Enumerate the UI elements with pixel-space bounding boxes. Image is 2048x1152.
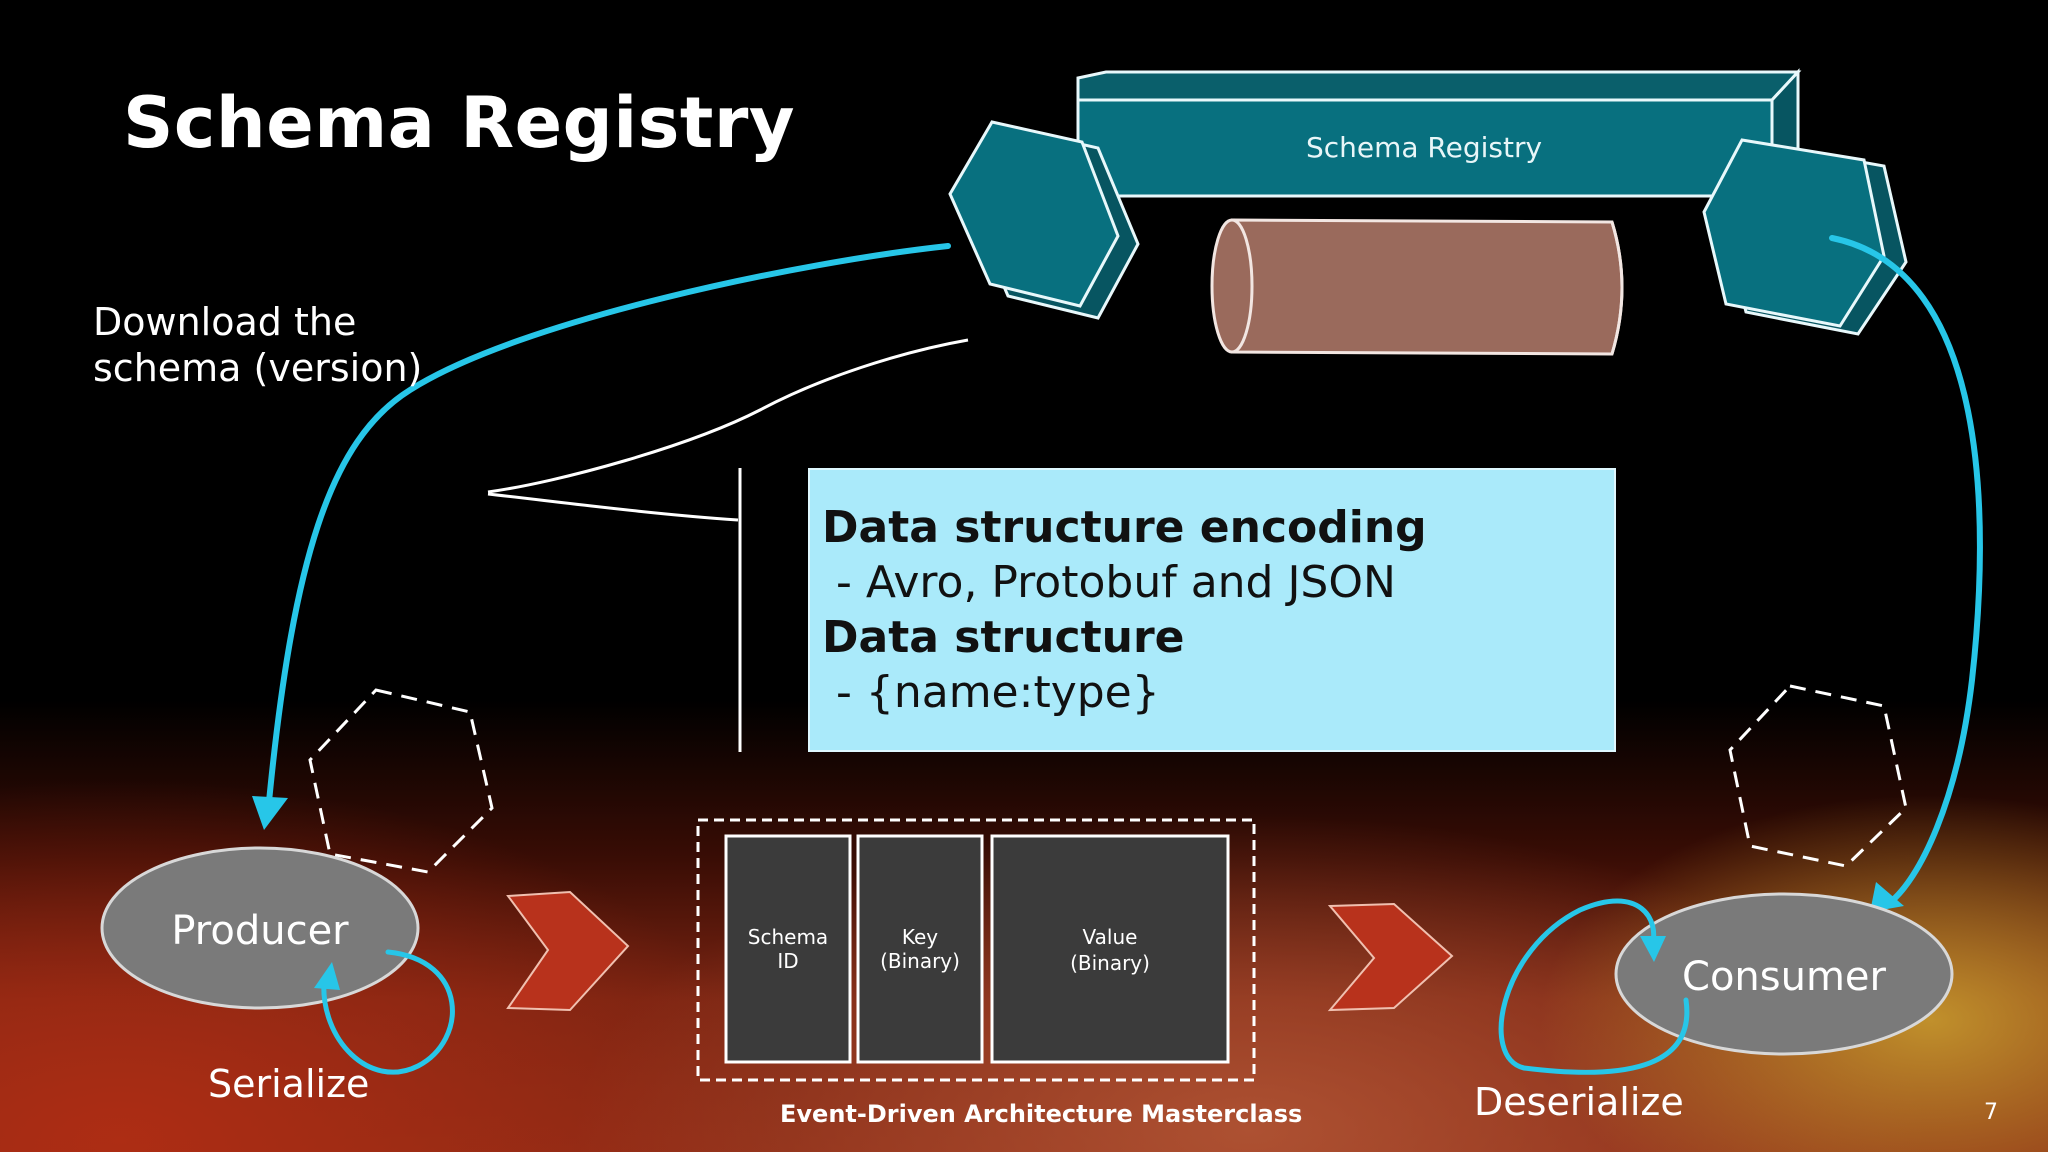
key-label-2: (Binary)	[880, 949, 960, 973]
consumer-schema-arrowhead	[1870, 882, 1904, 912]
producer-label: Producer	[171, 908, 349, 954]
chevron-right	[1327, 902, 1454, 1012]
value-label-1: Value	[1083, 925, 1138, 949]
consumer-label: Consumer	[1682, 954, 1887, 1000]
slide-title: Schema Registry	[123, 82, 796, 164]
info-line-structure-heading: Data structure	[822, 612, 1185, 663]
schema-registry-bar: Schema Registry	[1076, 68, 1802, 200]
message-cell-key: Key (Binary)	[856, 834, 984, 1064]
download-schema-label-line1: Download the	[93, 300, 357, 344]
registry-right-hexagon	[1702, 138, 1908, 336]
download-schema-arrowhead	[252, 796, 288, 830]
schema-id-label-2: ID	[777, 949, 798, 973]
message-envelope	[696, 818, 1256, 1082]
value-label-2: (Binary)	[1070, 951, 1150, 975]
deserialize-label: Deserialize	[1474, 1080, 1684, 1124]
callout-pointer	[487, 338, 969, 752]
download-schema-arrow	[265, 243, 951, 815]
page-number: 7	[1984, 1100, 1998, 1125]
consumer-dashed-hexagon	[1728, 684, 1908, 868]
serialize-loop-arrow	[321, 949, 455, 1075]
producer-node: Producer	[100, 846, 420, 1010]
consumer-schema-arrow	[1829, 235, 1983, 907]
chevron-left	[506, 890, 630, 1012]
serialize-label: Serialize	[208, 1062, 370, 1106]
message-cell-value: Value (Binary)	[990, 834, 1230, 1064]
consumer-node: Consumer	[1614, 892, 1954, 1056]
serialize-loop-arrowhead	[314, 962, 340, 990]
schema-id-label-1: Schema	[748, 925, 828, 949]
info-line-structure-format: - {name:type}	[822, 667, 1160, 718]
deserialize-loop-arrowhead	[1640, 936, 1666, 962]
download-schema-label-line2: schema (version)	[93, 346, 423, 390]
schema-registry-label: Schema Registry	[1306, 131, 1542, 164]
schema-storage-cylinder	[1210, 218, 1624, 356]
info-line-encoding-formats: - Avro, Protobuf and JSON	[822, 557, 1396, 608]
key-label-1: Key	[902, 925, 938, 949]
producer-dashed-hexagon	[308, 688, 494, 874]
registry-left-hexagon	[948, 120, 1140, 320]
deserialize-loop-arrow	[1498, 898, 1690, 1075]
footer-text: Event-Driven Architecture Masterclass	[780, 1100, 1303, 1128]
info-line-encoding-heading: Data structure encoding	[822, 502, 1427, 553]
message-cell-schema-id: Schema ID	[724, 834, 852, 1064]
info-box: Data structure encoding - Avro, Protobuf…	[808, 468, 1616, 752]
